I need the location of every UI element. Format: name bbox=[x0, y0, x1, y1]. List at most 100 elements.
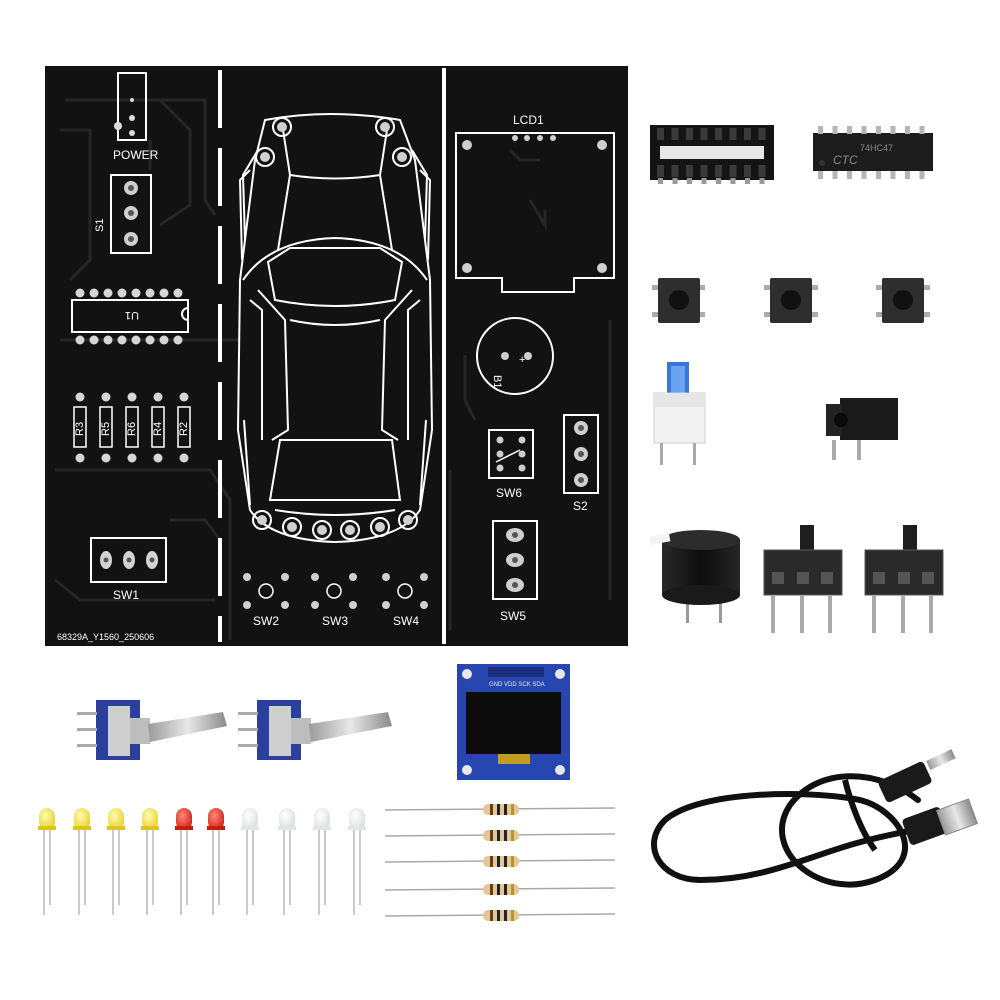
u1-pad bbox=[131, 288, 141, 298]
resistor-outline bbox=[73, 406, 87, 448]
u1-pad bbox=[145, 288, 155, 298]
sw1-label: SW1 bbox=[113, 588, 139, 602]
u1-pad bbox=[117, 288, 127, 298]
led-body bbox=[279, 808, 295, 830]
socket-slot bbox=[715, 165, 722, 177]
car-led-pads bbox=[252, 117, 418, 540]
lcd1-label: LCD1 bbox=[513, 113, 544, 127]
socket-slot bbox=[700, 128, 708, 140]
tact-pad bbox=[243, 601, 251, 609]
led-rim bbox=[73, 826, 91, 830]
resistor-pad bbox=[75, 453, 85, 463]
resistor-pad bbox=[153, 453, 163, 463]
s1-label: S1 bbox=[94, 219, 106, 232]
led-rim bbox=[278, 826, 296, 830]
ic-marking-2: CTC bbox=[833, 153, 858, 167]
tact-pad bbox=[349, 573, 357, 581]
socket-pin bbox=[658, 178, 663, 184]
resistor-band bbox=[504, 830, 507, 841]
socket-pin bbox=[701, 178, 707, 184]
u1-label: U1 bbox=[125, 309, 139, 321]
r4-label: R4 bbox=[152, 422, 164, 436]
car-led-ring bbox=[398, 510, 418, 530]
led-rim bbox=[107, 826, 125, 830]
chip-pin bbox=[876, 126, 881, 134]
socket-slot bbox=[700, 165, 708, 177]
u1-pad bbox=[173, 335, 183, 345]
resistor-pad bbox=[75, 392, 85, 402]
resistor-outline bbox=[125, 406, 139, 448]
sw5-footprint bbox=[492, 520, 538, 600]
resistor-pad bbox=[101, 453, 111, 463]
u1-pad bbox=[131, 335, 141, 345]
tact-pad bbox=[420, 573, 428, 581]
tact-button-3 bbox=[876, 278, 930, 323]
led-body bbox=[108, 808, 124, 830]
b1-plus-label: + bbox=[519, 354, 525, 366]
car-led-ring bbox=[340, 520, 360, 540]
r2-label: R2 bbox=[178, 422, 190, 436]
power-header bbox=[114, 72, 147, 141]
car-led-pad bbox=[277, 122, 287, 132]
r3-label: R3 bbox=[74, 422, 86, 436]
tact-pad bbox=[382, 601, 390, 609]
led-rim bbox=[207, 826, 225, 830]
resistor-band bbox=[504, 856, 507, 867]
car-led-ring bbox=[312, 520, 332, 540]
sw2-label: SW2 bbox=[253, 614, 279, 628]
resistor-band bbox=[504, 884, 507, 895]
u1-pad bbox=[103, 288, 113, 298]
ic-socket bbox=[650, 125, 774, 184]
toggle-switch-2 bbox=[238, 700, 392, 760]
car-led-ring bbox=[252, 510, 272, 530]
resistor-band bbox=[490, 884, 493, 895]
u1-pad bbox=[103, 335, 113, 345]
car-outline bbox=[236, 113, 434, 544]
resistor-band bbox=[497, 856, 500, 867]
tact-pad bbox=[281, 601, 289, 609]
socket-slot bbox=[657, 128, 664, 140]
car-led-pad bbox=[397, 152, 407, 162]
socket-slot bbox=[671, 128, 679, 140]
chip-pin bbox=[832, 171, 838, 179]
chip-pin bbox=[847, 126, 852, 134]
led-body bbox=[242, 808, 258, 830]
u1-footprint bbox=[71, 288, 189, 345]
socket-slot bbox=[657, 165, 664, 177]
oled-module: GND VDD SCK SDA bbox=[457, 664, 570, 780]
leds bbox=[38, 808, 366, 915]
tact-pad bbox=[382, 573, 390, 581]
led-body bbox=[74, 808, 90, 830]
tact-pad bbox=[311, 601, 319, 609]
u1-pad bbox=[145, 335, 155, 345]
car-led-pad bbox=[380, 122, 390, 132]
chip-pin bbox=[876, 171, 881, 179]
chip-pin bbox=[919, 171, 925, 179]
buzzer bbox=[649, 530, 740, 623]
socket-pin bbox=[745, 178, 750, 184]
toggle-switch-1 bbox=[77, 700, 227, 760]
socket-slot bbox=[729, 165, 737, 177]
socket-slot bbox=[744, 165, 751, 177]
dc-jack bbox=[826, 398, 898, 460]
resistor-outline bbox=[99, 406, 113, 448]
led-body bbox=[208, 808, 224, 830]
socket-pin bbox=[759, 178, 765, 184]
resistor-pad bbox=[179, 392, 189, 402]
resistor-band bbox=[511, 804, 514, 815]
tact-pad bbox=[349, 601, 357, 609]
slide-switch-1 bbox=[763, 525, 843, 633]
chip-pin bbox=[905, 171, 910, 179]
resistor-band bbox=[504, 804, 507, 815]
car-led-ring bbox=[255, 147, 275, 167]
socket-slot bbox=[686, 128, 693, 140]
led-body bbox=[142, 808, 158, 830]
lcd1-footprint bbox=[455, 132, 615, 293]
socket-slot bbox=[758, 165, 766, 177]
tact-ring bbox=[397, 583, 413, 599]
resistor-band bbox=[511, 884, 514, 895]
chip-pin bbox=[890, 171, 896, 179]
chip-pin bbox=[919, 126, 925, 134]
resistor-footprints bbox=[73, 392, 191, 463]
car-led-pad bbox=[375, 522, 385, 532]
